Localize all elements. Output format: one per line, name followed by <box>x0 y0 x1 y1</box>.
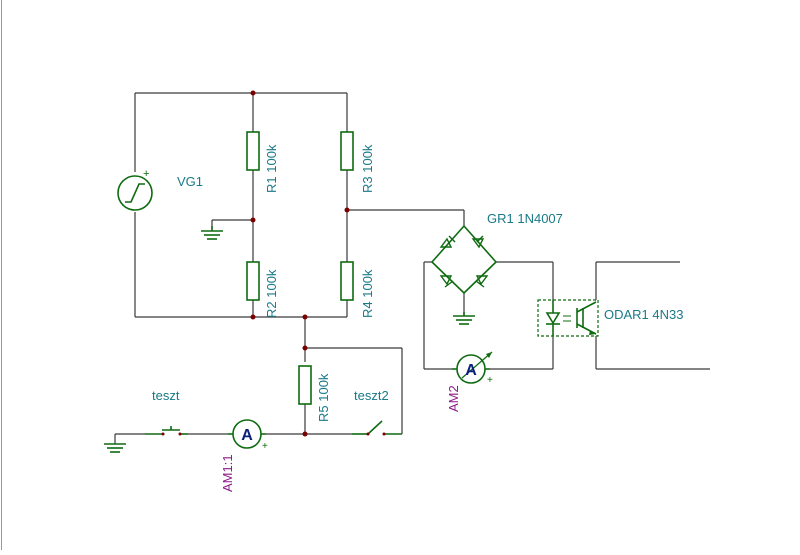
r2-label: R2 100k <box>264 269 279 318</box>
resistor-r4[interactable] <box>340 261 354 301</box>
am2-glyph: A <box>465 362 477 379</box>
am1-plus-sign: + <box>262 441 268 452</box>
switch-teszt2[interactable] <box>352 420 402 436</box>
r5-label: R5 100k <box>316 373 331 422</box>
r1-label: R1 100k <box>264 144 279 193</box>
ground-symbol-bottom <box>104 443 126 453</box>
resistor-r2[interactable] <box>246 261 260 301</box>
am1-glyph: A <box>241 427 253 444</box>
gr1-label: GR1 1N4007 <box>487 211 563 226</box>
switch2-label: teszt2 <box>354 388 389 403</box>
resistor-r1[interactable] <box>246 131 260 171</box>
odar1-label: ODAR1 4N33 <box>604 307 683 322</box>
junction-dots <box>250 90 350 437</box>
ground-symbol-bridge <box>453 312 475 325</box>
resistor-r3[interactable] <box>340 131 354 171</box>
bridge-rectifier-gr1[interactable] <box>431 225 497 294</box>
vg1-label: VG1 <box>177 174 203 189</box>
ground-symbol-left <box>201 226 223 240</box>
ammeter-am2[interactable]: A + <box>452 351 493 386</box>
vg1-plus-sign: + <box>143 168 149 180</box>
voltage-generator-vg1[interactable]: + <box>117 168 153 211</box>
ammeter-am1[interactable]: A + <box>228 419 268 452</box>
wires <box>114 92 710 444</box>
am2-label: AM2 <box>446 385 461 412</box>
resistor-r5[interactable] <box>298 365 312 405</box>
am1-label: AM1:1 <box>220 454 235 492</box>
r3-label: R3 100k <box>360 144 375 193</box>
switch-teszt[interactable] <box>145 426 188 436</box>
am2-plus-sign: + <box>487 375 493 386</box>
r4-label: R4 100k <box>360 269 375 318</box>
switch1-label: teszt <box>152 388 180 403</box>
optocoupler-odar1[interactable] <box>537 299 599 337</box>
